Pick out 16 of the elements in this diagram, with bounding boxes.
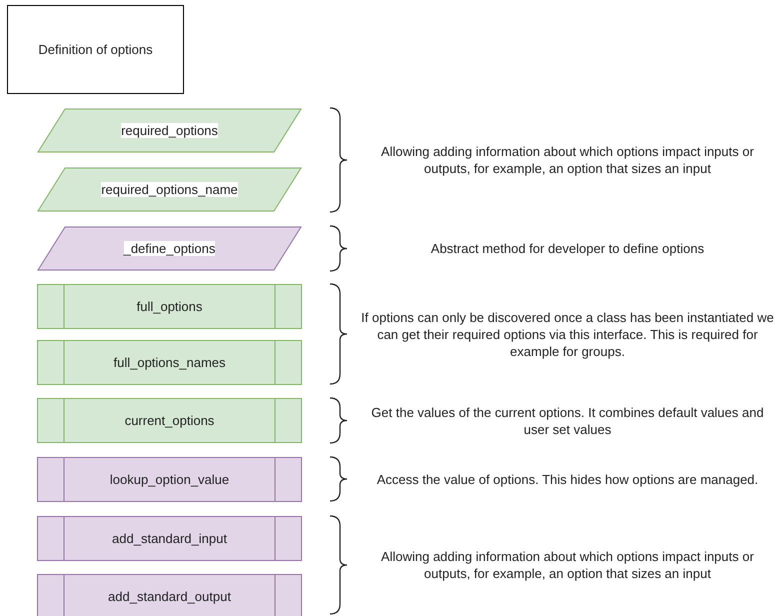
method-box: add_standard_input <box>37 516 302 561</box>
method-box: current_options <box>37 398 302 443</box>
description-text: Allowing adding information about which options impact inputs or outputs, for example, an option that sizes an input <box>380 143 755 177</box>
parallelogram-node: required_options <box>37 108 302 153</box>
method-box: full_options_names <box>37 340 302 385</box>
method-box: add_standard_output <box>37 574 302 616</box>
method-box: full_options <box>37 284 302 329</box>
parallelogram-node: required_options_name <box>37 167 302 212</box>
method-box: lookup_option_value <box>37 457 302 502</box>
description-text: Abstract method for developer to define options <box>430 240 706 257</box>
parallelogram-node: _define_options <box>37 226 302 271</box>
title-box: Definition of options <box>7 5 184 94</box>
description-text: Access the value of options. This hides how options are managed. <box>376 470 760 488</box>
description-text: If options can only be discovered once a class has been instantiated we can get their required options via this interface. This is required for example for groups. <box>360 308 775 360</box>
description-text: Allowing adding information about which options impact inputs or outputs, for example, an option that sizes an input <box>380 548 755 582</box>
description-text: Get the values of the current options. It combines default values and user set values <box>370 404 765 438</box>
